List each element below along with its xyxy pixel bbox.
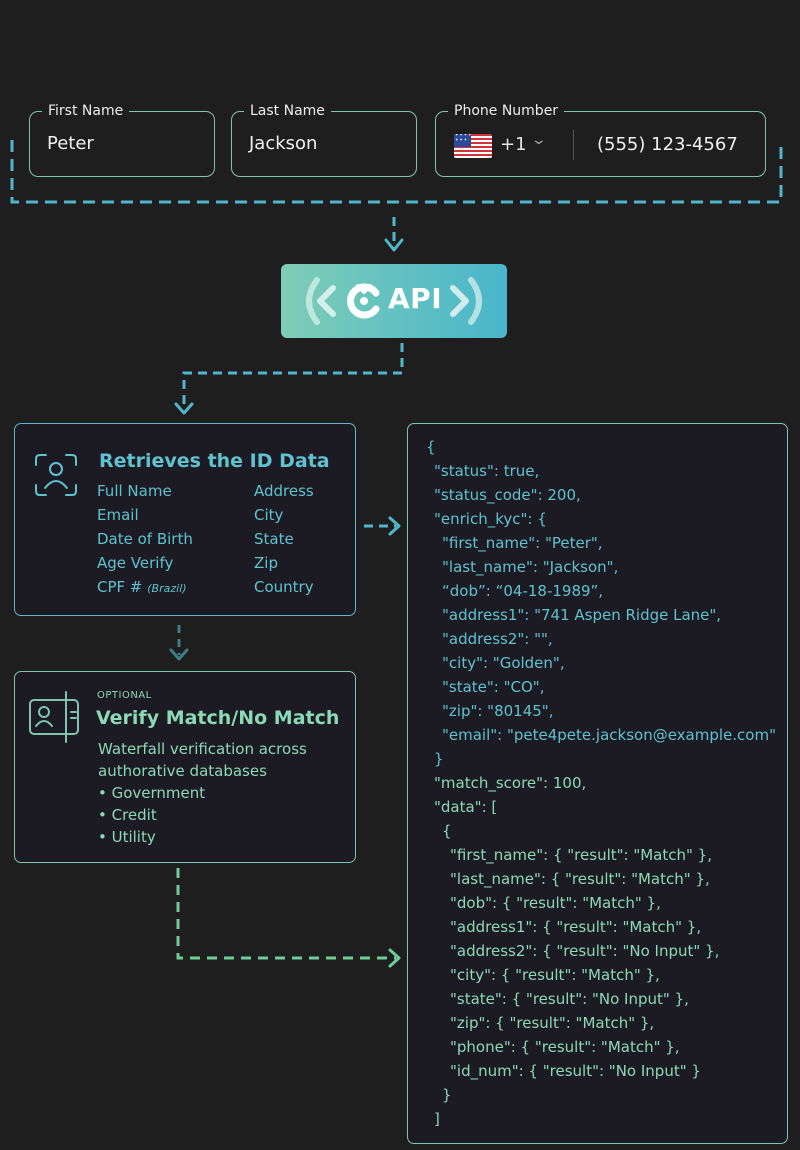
last-name-label: Last Name [244, 102, 331, 120]
api-badge: API [281, 264, 507, 338]
id-data-card: Retrieves the ID Data Full Name Email Da… [14, 423, 356, 616]
first-name-label: First Name [42, 102, 130, 120]
json-line: "enrich_kyc": { [434, 510, 547, 528]
json-line: "state": { "result": "No Input" }, [450, 990, 689, 1008]
brand-logo-icon [347, 283, 380, 319]
chevron-down-icon[interactable]: ⌄ [530, 132, 548, 148]
json-line: "email": "pete4pete.jackson@example.com" [442, 726, 776, 744]
id-card-icon [29, 691, 79, 743]
verify-card: OPTIONAL Verify Match/No Match Waterfall… [14, 671, 356, 863]
json-line: “dob”: “04-18-1989”, [442, 582, 604, 600]
json-line: "data": [ [434, 798, 498, 816]
form-to-api-arrowhead [384, 238, 404, 252]
verify-item-government: • Government [98, 784, 206, 802]
id-field-address: Address [254, 482, 314, 500]
json-line: ] [434, 1110, 440, 1128]
json-line: "dob": { "result": "Match" }, [450, 894, 661, 912]
json-line: "status": true, [434, 462, 540, 480]
last-name-field[interactable]: Last Name Jackson [231, 102, 417, 177]
json-line: "zip": "80145", [442, 702, 554, 720]
id-field-zip: Zip [254, 554, 278, 572]
verify-description-line1: Waterfall verification across [98, 740, 307, 758]
first-name-field[interactable]: First Name Peter [29, 102, 215, 177]
api-brackets-icon [306, 277, 482, 325]
json-line: "match_score": 100, [434, 774, 587, 792]
form-bracket-connector [10, 140, 783, 204]
id-card-title: Retrieves the ID Data [99, 450, 330, 472]
json-line: } [434, 750, 444, 768]
json-line: "city": "Golden", [442, 654, 565, 672]
api-to-id-connector [182, 343, 404, 409]
first-name-value: Peter [47, 133, 94, 154]
verify-to-json-arrowhead [388, 948, 401, 968]
phone-divider [573, 130, 574, 160]
json-line: "id_num": { "result": "No Input" } [450, 1062, 701, 1080]
id-field-city: City [254, 506, 284, 524]
verify-item-credit: • Credit [98, 806, 157, 824]
phone-number-label: Phone Number [448, 102, 565, 120]
json-line: } [442, 1086, 452, 1104]
json-line: "first_name": "Peter", [442, 534, 603, 552]
optional-tag: OPTIONAL [97, 690, 152, 701]
phone-number-field[interactable]: Phone Number ✦✦✦✦✦✦✦ +1 ⌄ (555) 123-4567 [435, 102, 766, 177]
cpf-note: (Brazil) [147, 582, 187, 595]
json-line: "first_name": { "result": "Match" }, [450, 846, 712, 864]
us-flag-icon: ✦✦✦✦✦✦✦ [454, 134, 492, 158]
verify-item-utility: • Utility [98, 828, 156, 846]
id-to-verify-arrowhead [169, 648, 189, 661]
id-field-state: State [254, 530, 294, 548]
country-code-value: +1 [500, 134, 527, 155]
json-line: "address1": { "result": "Match" }, [450, 918, 702, 936]
json-line: { [426, 438, 436, 456]
id-field-email: Email [97, 506, 139, 524]
face-scan-icon [35, 454, 77, 496]
id-field-country: Country [254, 578, 314, 596]
id-field-cpf: CPF # (Brazil) [97, 578, 187, 596]
id-field-dob: Date of Birth [97, 530, 193, 548]
id-field-full-name: Full Name [97, 482, 172, 500]
json-line: { [442, 822, 452, 840]
json-line: "phone": { "result": "Match" }, [450, 1038, 680, 1056]
json-line: "status_code": 200, [434, 486, 581, 504]
json-line: "city": { "result": "Match" }, [450, 966, 660, 984]
id-field-age-verify: Age Verify [97, 554, 174, 572]
json-line: "address2": "", [442, 630, 553, 648]
phone-number-value: (555) 123-4567 [597, 134, 738, 155]
json-line: "last_name": { "result": "Match" }, [450, 870, 710, 888]
json-line: "last_name": "Jackson", [442, 558, 619, 576]
json-line: "zip": { "result": "Match" }, [450, 1014, 655, 1032]
id-to-json-arrowhead [388, 516, 401, 536]
verify-card-title: Verify Match/No Match [96, 707, 340, 729]
api-to-id-arrowhead [174, 402, 194, 415]
last-name-value: Jackson [249, 133, 318, 154]
json-line: "address2": { "result": "No Input" }, [450, 942, 720, 960]
json-line: "state": "CO", [442, 678, 545, 696]
json-line: "address1": "741 Aspen Ridge Lane", [442, 606, 722, 624]
verify-to-json-connector [176, 868, 396, 960]
api-label: API [388, 282, 443, 315]
json-response-panel: { "status": true, "status_code": 200, "enri… [407, 423, 788, 1144]
verify-description-line2: authorative databases [98, 762, 267, 780]
